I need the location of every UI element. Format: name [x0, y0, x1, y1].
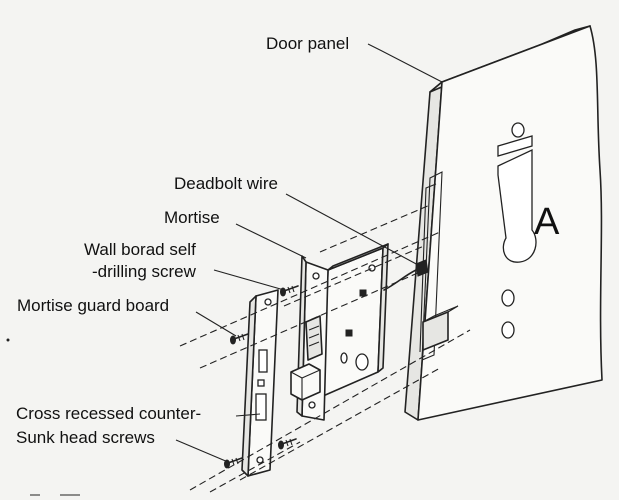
label-door-panel: Door panel: [266, 34, 350, 53]
label-cross-screws-1: Cross recessed counter-: [16, 404, 202, 423]
guard-board-slot-2: [255, 393, 267, 421]
mortise-body: [322, 243, 389, 397]
mortise-rivet-2: [345, 329, 353, 337]
mortise-latch: [305, 315, 323, 361]
mortise-deadbolt: [290, 363, 321, 401]
mortise-rivet-1: [359, 289, 367, 297]
wall-board-screw-bottom: [278, 438, 297, 450]
label-mortise: Mortise: [164, 208, 220, 227]
label-marker-a: A: [534, 201, 560, 243]
screws: [224, 285, 299, 469]
face-hole-top: [511, 122, 525, 138]
label-mortise-guard-board: Mortise guard board: [17, 296, 170, 315]
mortise-spindle-hole: [355, 353, 369, 371]
wall-board-screw-top: [280, 285, 299, 297]
leader-lines: [175, 43, 443, 463]
scan-dot: [6, 338, 10, 342]
guard-screw-bottom: [224, 457, 243, 469]
deadbolt-wire: [383, 263, 427, 291]
face-hole-mid: [501, 289, 515, 307]
guard-board-slot-1: [258, 349, 268, 373]
deadbolt-opening: [422, 311, 449, 351]
door-edge-cutout: [421, 171, 443, 361]
label-wall-board-screw-1: Wall borad self: [84, 240, 196, 259]
face-handle-cutout: [497, 148, 537, 263]
face-slot: [497, 135, 533, 157]
mortise-guard-board: [241, 289, 279, 477]
label-cross-screws-2: Sunk head screws: [16, 428, 155, 447]
face-hole-low: [501, 321, 515, 339]
mortise-faceplate: [290, 255, 329, 421]
guard-screw-top: [230, 333, 249, 345]
label-wall-board-screw-2: -drilling screw: [92, 262, 196, 281]
mortise-screw-hole: [368, 264, 376, 272]
label-deadbolt-wire: Deadbolt wire: [174, 174, 278, 193]
door-panel: [404, 25, 603, 421]
